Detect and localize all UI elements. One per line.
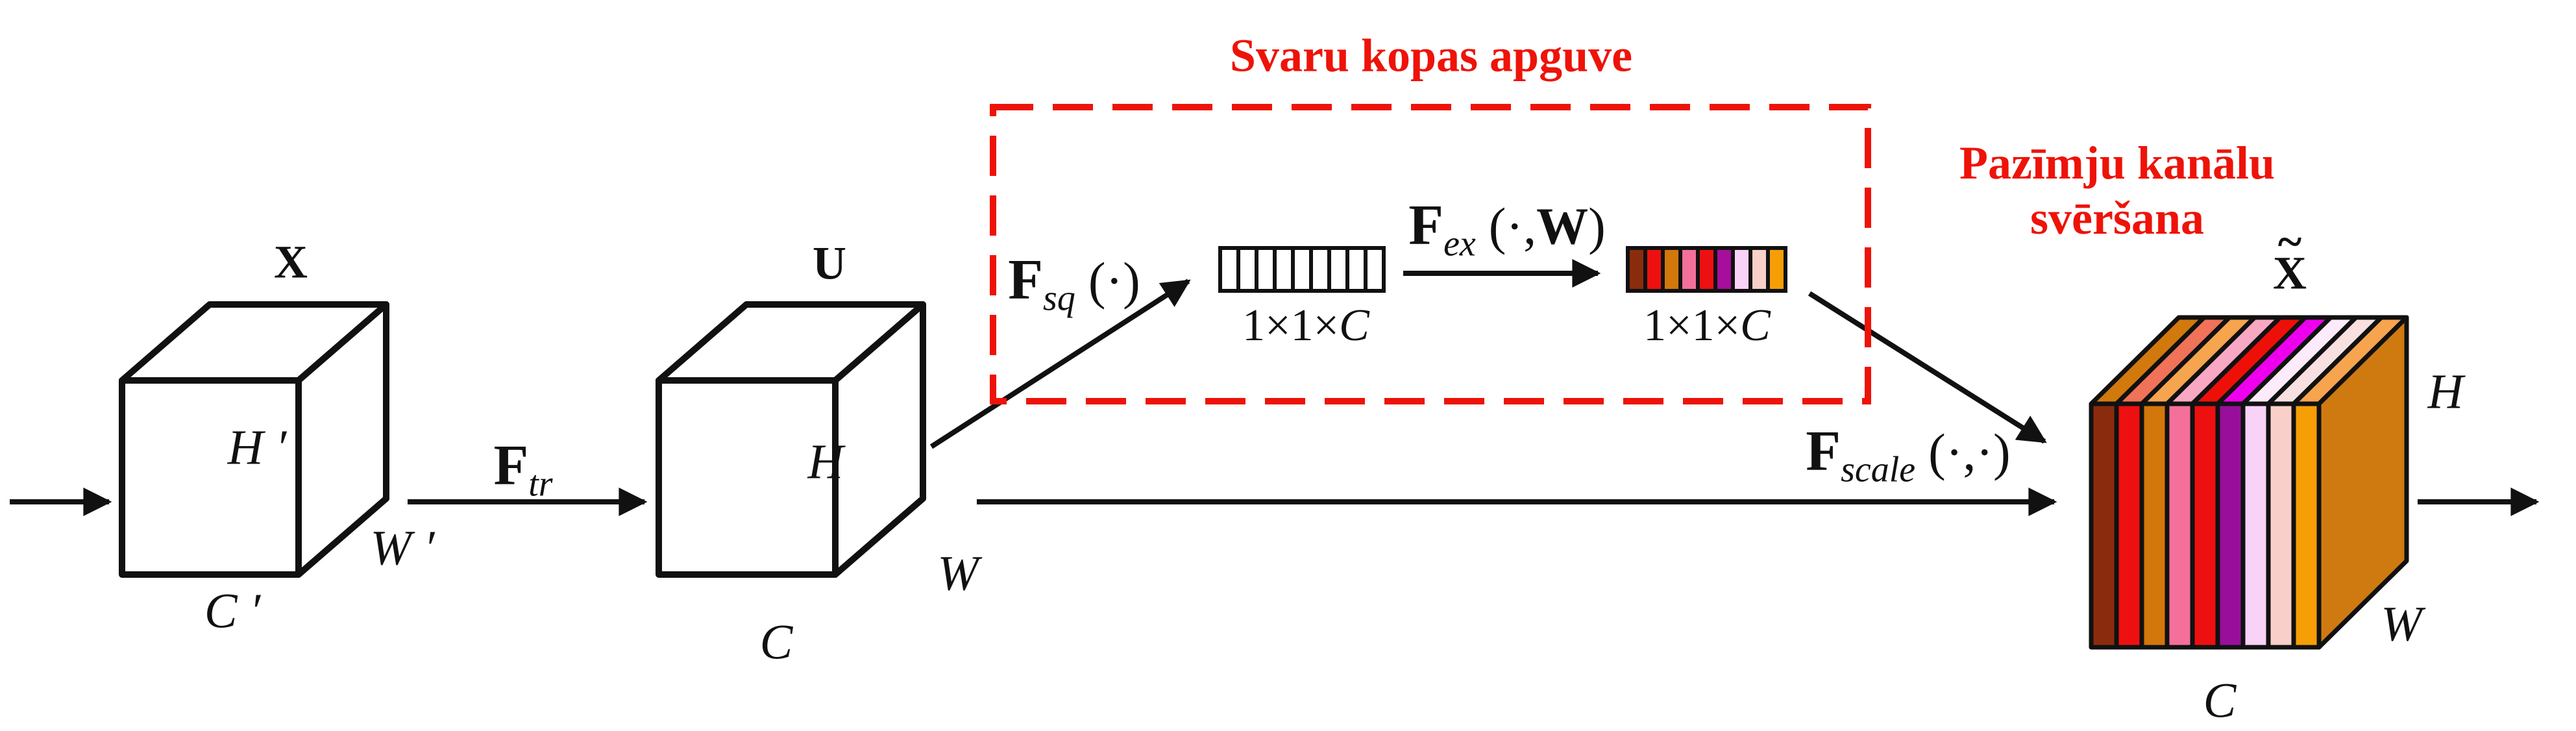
weighted-front-slab: [2114, 401, 2144, 650]
weights-apply-arrow: [1808, 291, 2047, 444]
fex-args: (·,: [1475, 198, 1537, 256]
fscale-label: Fscale (·,·): [1806, 419, 2010, 491]
input-height-label: H ′: [227, 420, 287, 475]
excited-cell: [1626, 246, 1647, 293]
weighted-width-label: W: [2381, 597, 2422, 652]
squeezed-size-dims: 1×1×: [1242, 301, 1340, 351]
transformed-channels-label: C: [759, 615, 793, 670]
fsq-label: Fsq (·): [1008, 247, 1140, 319]
weighted-channels-label: C: [2203, 673, 2237, 728]
squeezed-cell: [1273, 246, 1295, 293]
input-tensor-cube: [119, 301, 389, 578]
input-width-label: W ′: [370, 521, 435, 576]
weighted-front-slab: [2089, 401, 2119, 650]
transformed-height-label: H: [807, 434, 844, 489]
fsq-squeeze-arrow: [929, 279, 1191, 449]
weighted-front-slab: [2240, 401, 2271, 650]
weighted-front-slab: [2215, 401, 2246, 650]
squeezed-vector-size-label: 1×1×C: [1242, 300, 1369, 352]
input-tensor-name: X: [274, 236, 308, 288]
ftr-subscript: tr: [528, 464, 553, 504]
squeezed-vector: [1218, 246, 1386, 293]
weighted-front-slab: [2291, 401, 2322, 650]
fscale-name: F: [1806, 419, 1841, 483]
fsq-name: F: [1008, 248, 1044, 312]
fex-label: Fex (·,W): [1408, 193, 1605, 265]
transformed-width-label: W: [937, 546, 979, 601]
excited-size-dims: 1×1×: [1643, 301, 1741, 351]
fex-args-post: ): [1588, 198, 1606, 256]
flow-arrows: [10, 259, 2540, 516]
weighted-front-slab: [2190, 401, 2220, 650]
squeezed-cell: [1309, 246, 1331, 293]
fex-args-bold: W: [1536, 198, 1589, 256]
squeezed-cell: [1236, 246, 1258, 293]
squeezed-cell: [1255, 246, 1277, 293]
squeezed-cell: [1364, 246, 1386, 293]
weighting-title-line1: Pazīmju kanālu: [1959, 137, 2275, 190]
excited-size-c: C: [1740, 301, 1771, 351]
weighted-front-slab: [2266, 401, 2296, 650]
weighting-title-line2: svēršana: [2030, 192, 2204, 244]
weighting-region-title: Pazīmju kanālu svēršana: [1959, 136, 2275, 246]
cube-x-front-face: [119, 377, 302, 578]
squeezed-cell: [1345, 246, 1368, 293]
learning-region-box: [990, 104, 1871, 404]
weighted-height-label: H: [2427, 364, 2464, 419]
excited-cell: [1731, 246, 1752, 293]
fscale-subscript: scale: [1841, 449, 1916, 490]
weighted-tensor-letter: X: [2273, 247, 2307, 299]
squeezed-size-c: C: [1339, 301, 1369, 351]
ftr-label: Ftr: [493, 433, 552, 505]
cube-u-front-face: [656, 377, 839, 578]
weighted-tensor-name: ~ X: [2273, 220, 2307, 299]
excited-vector-size-label: 1×1×C: [1643, 300, 1771, 352]
excited-vector: [1626, 246, 1787, 293]
squeezed-cell: [1218, 246, 1240, 293]
squeezed-cell: [1327, 246, 1349, 293]
excited-cell: [1661, 246, 1682, 293]
excited-cell: [1748, 246, 1770, 293]
fsq-subscript: sq: [1043, 278, 1075, 319]
excited-cell: [1643, 246, 1665, 293]
excited-cell: [1696, 246, 1717, 293]
fscale-args: (·,·): [1915, 424, 2011, 482]
weighted-tensor-cube: [2089, 315, 2409, 650]
weighted-front-slab: [2165, 401, 2195, 650]
ftr-name: F: [493, 434, 529, 497]
squeezed-cell: [1291, 246, 1313, 293]
weighted-front-slab: [2139, 401, 2170, 650]
fex-subscript: ex: [1443, 223, 1476, 264]
excited-cell: [1713, 246, 1735, 293]
fsq-args: (·): [1075, 253, 1140, 310]
transformed-tensor-cube: [656, 301, 926, 578]
input-channels-label: C ′: [204, 584, 261, 639]
learning-region-title: Svaru kopas apguve: [1229, 29, 1633, 82]
fex-name: F: [1408, 193, 1444, 257]
transformed-tensor-name: U: [813, 237, 846, 290]
excited-cell: [1678, 246, 1700, 293]
excited-cell: [1766, 246, 1787, 293]
